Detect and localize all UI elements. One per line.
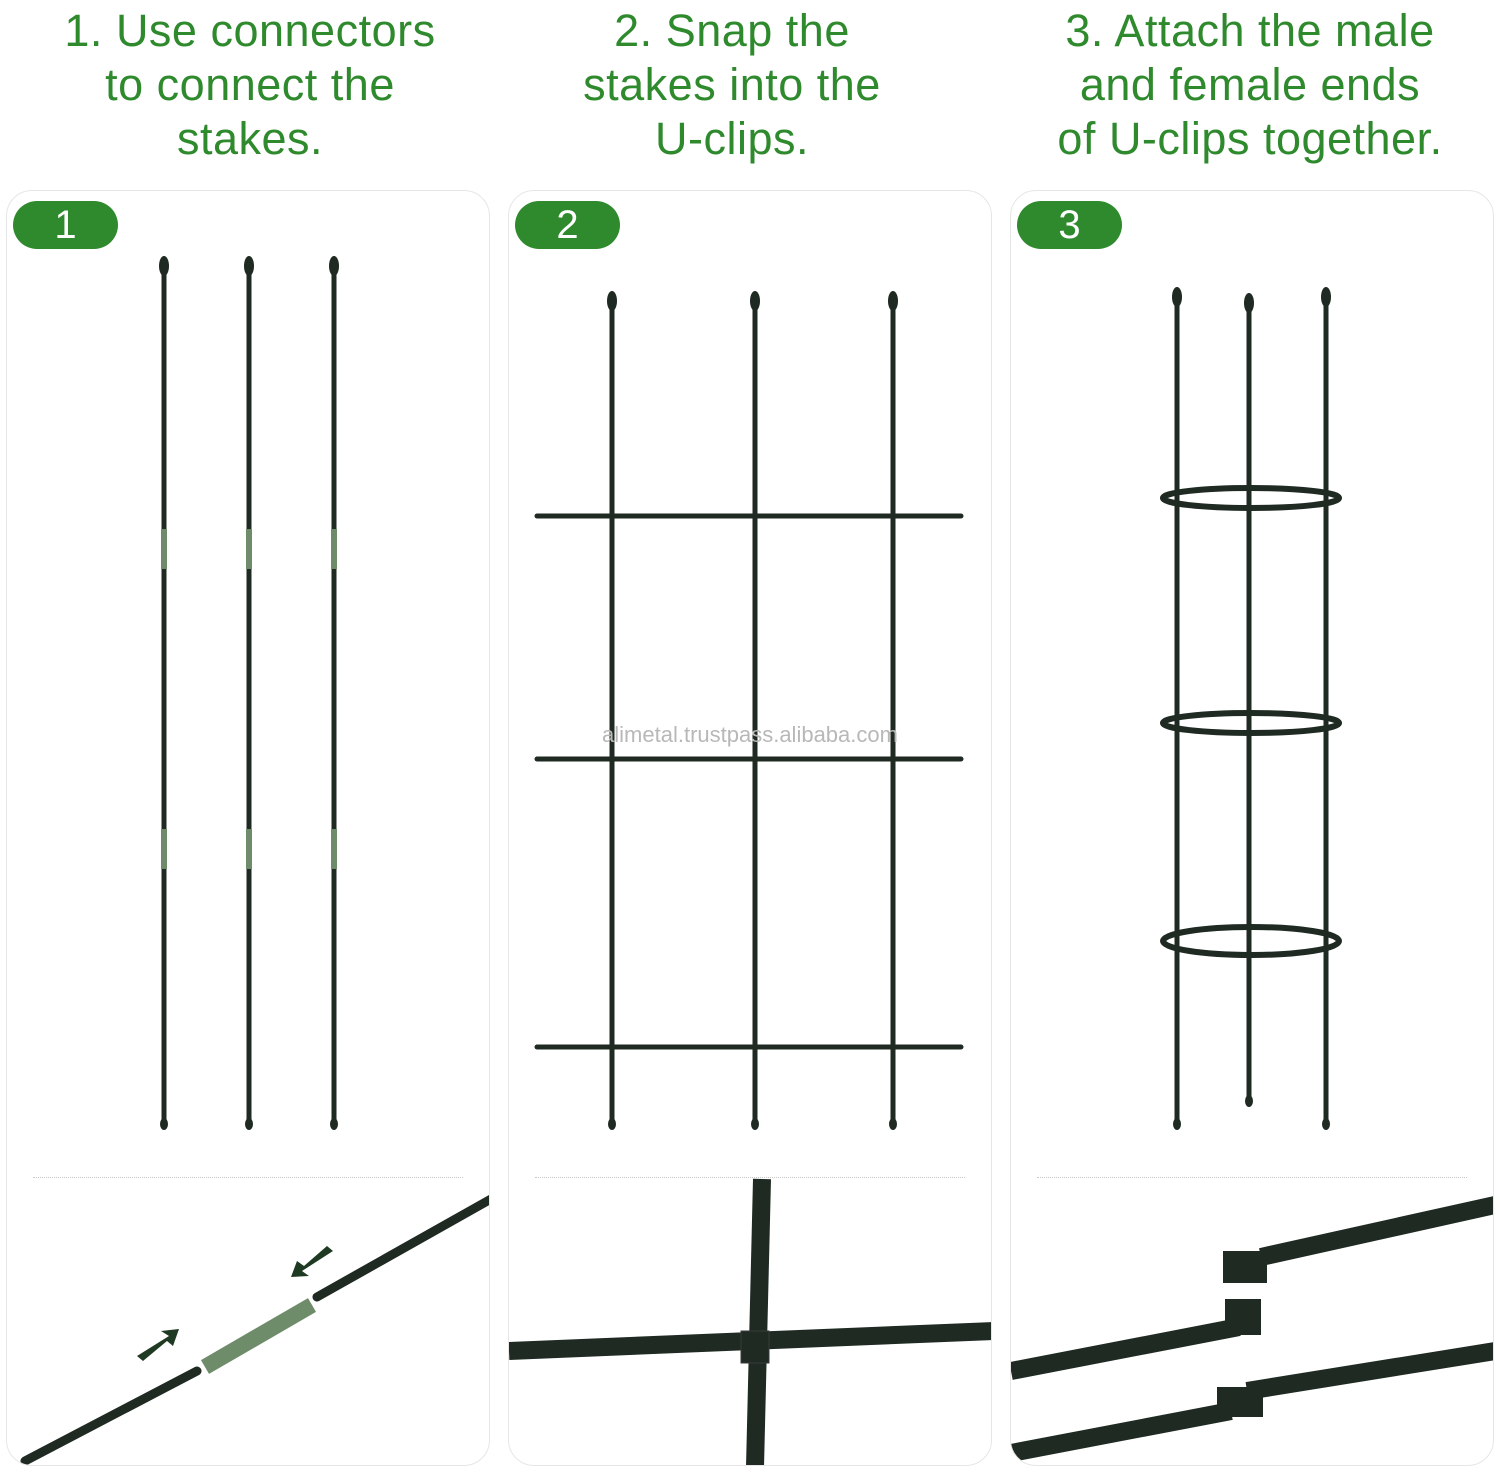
panel-divider <box>1037 1177 1467 1178</box>
u-clip-detail <box>509 1178 991 1465</box>
panel-divider <box>33 1177 463 1178</box>
male-female-ends-detail <box>1011 1196 1493 1462</box>
step-2-heading: 2. Snap the stakes into the U-clips. <box>583 5 881 164</box>
stakes-with-connectors-illustration <box>20 256 489 1465</box>
step-3-badge: 3 <box>1017 201 1122 249</box>
watermark: alimetal.trustpass.alibaba.com <box>602 722 898 747</box>
step-1-panel: 1 <box>6 190 490 1466</box>
cage-assembly-illustration <box>1011 287 1493 1462</box>
step-1-heading: 1. Use connectors to connect the stakes. <box>64 5 436 164</box>
step-3-heading: 3. Attach the male and female ends of U-… <box>1057 5 1443 164</box>
stakes-in-u-clips-illustration <box>509 291 991 1465</box>
step-3-panel: 3 <box>1010 190 1494 1466</box>
step-2-badge: 2 <box>515 201 620 249</box>
connector-detail <box>20 1194 489 1465</box>
step-2-panel: 2 <box>508 190 992 1466</box>
step-1-badge: 1 <box>13 201 118 249</box>
panel-divider <box>535 1177 965 1178</box>
